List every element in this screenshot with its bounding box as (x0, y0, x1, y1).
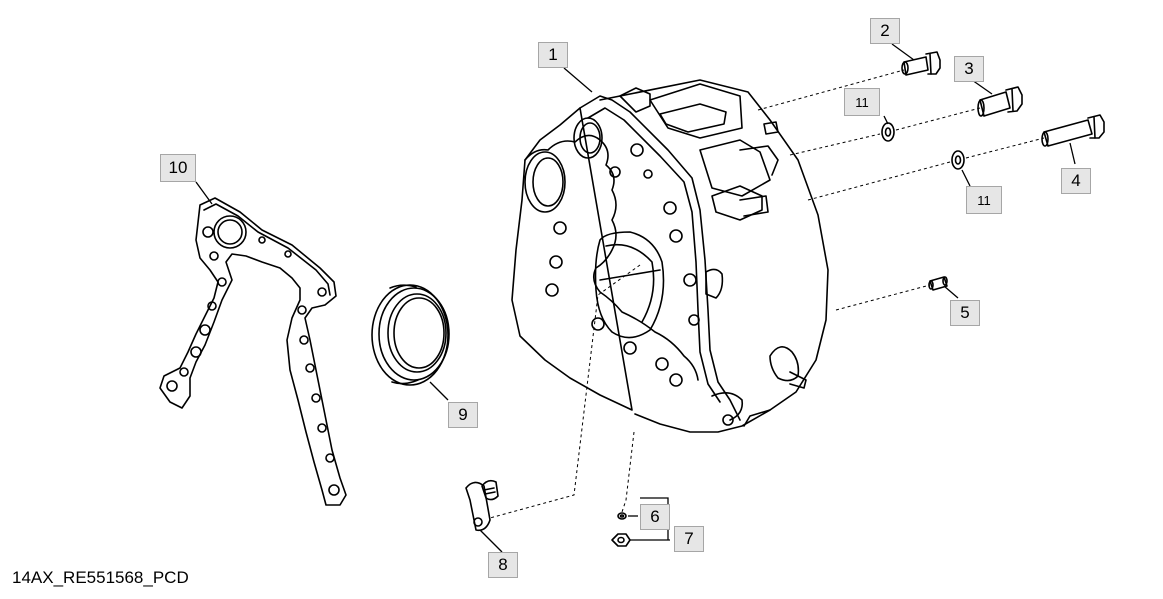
callout-9: 9 (448, 402, 478, 428)
washer-part-11-upper (881, 122, 895, 142)
callout-1: 1 (538, 42, 568, 68)
capscrew-part-4 (1041, 114, 1105, 147)
nut-part-7 (611, 533, 631, 547)
sensor-part-8 (465, 479, 499, 532)
callout-4: 4 (1061, 168, 1091, 194)
assembly-lines (489, 69, 1045, 519)
seal-part-9 (371, 284, 450, 386)
flywheel-housing-part-1 (511, 79, 829, 433)
callout-8: 8 (488, 552, 518, 578)
callout-10: 10 (160, 154, 196, 182)
callout-11-lower: 11 (966, 186, 1002, 214)
capscrew-part-3 (977, 86, 1023, 117)
gasket-part-10 (159, 197, 347, 506)
capscrew-part-2 (901, 51, 941, 76)
leader-lines (195, 43, 1076, 553)
callout-6: 6 (640, 504, 670, 530)
drawing-id-label: 14AX_RE551568_PCD (12, 568, 189, 587)
callout-2: 2 (870, 18, 900, 44)
washer-part-6 (617, 512, 627, 520)
callout-11-upper: 11 (844, 88, 880, 116)
washer-part-11-lower (951, 150, 965, 170)
callout-7: 7 (674, 526, 704, 552)
callout-3: 3 (954, 56, 984, 82)
dowel-pin-part-5 (928, 276, 948, 291)
callout-5: 5 (950, 300, 980, 326)
